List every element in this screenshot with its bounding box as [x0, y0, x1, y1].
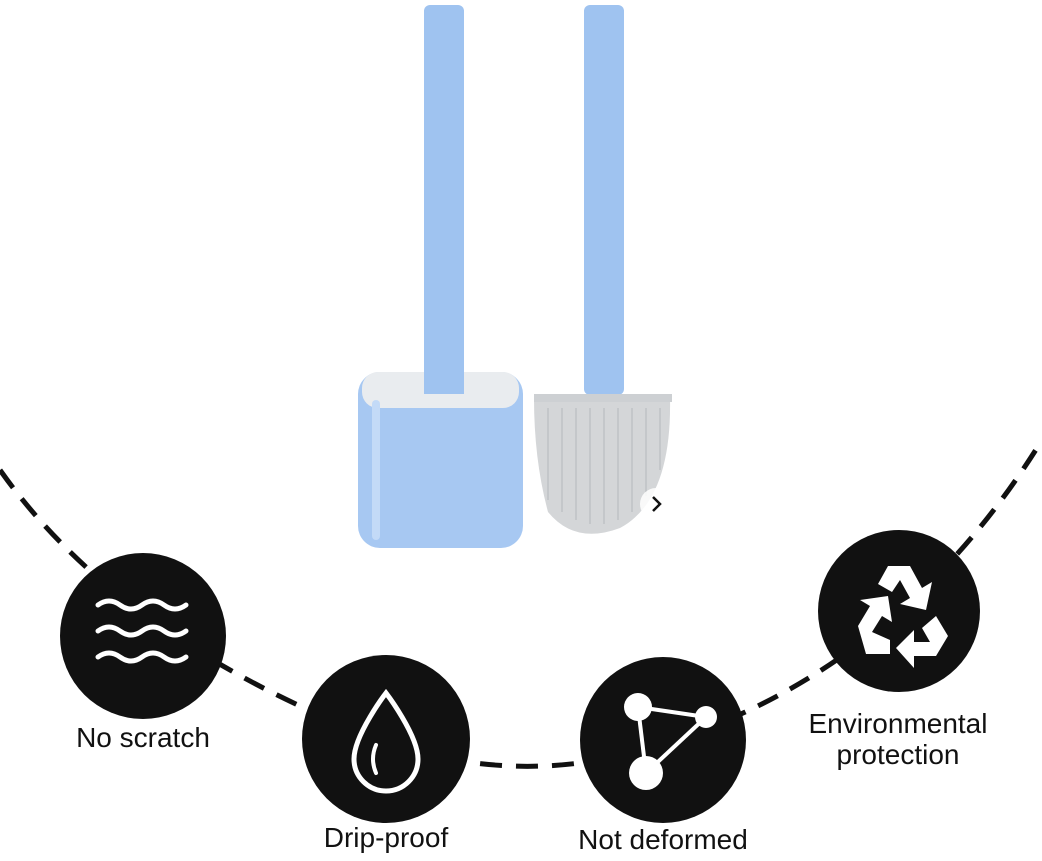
left-handle — [424, 5, 464, 395]
recycle-icon — [858, 566, 948, 668]
brush-holder — [358, 372, 523, 548]
brush-head — [534, 398, 671, 534]
feature-label-drip-proof: Drip-proof — [323, 822, 449, 853]
feature-label-environmental-line2: protection — [836, 739, 960, 770]
water-drop-icon — [351, 688, 421, 794]
right-handle — [584, 5, 624, 395]
waves-icon — [95, 598, 189, 664]
molecule-icon — [624, 693, 717, 790]
feature-label-not-deformed: Not deformed — [578, 824, 748, 855]
feature-no-scratch — [60, 553, 226, 719]
feature-environmental-protection — [818, 530, 980, 692]
chevron-right-icon — [652, 496, 662, 512]
carousel-next-button[interactable] — [640, 488, 672, 520]
feature-label-no-scratch: No scratch — [76, 722, 210, 753]
feature-not-deformed — [580, 657, 746, 823]
feature-label-environmental-line1: Environmental — [808, 708, 988, 739]
feature-drip-proof — [302, 655, 470, 823]
